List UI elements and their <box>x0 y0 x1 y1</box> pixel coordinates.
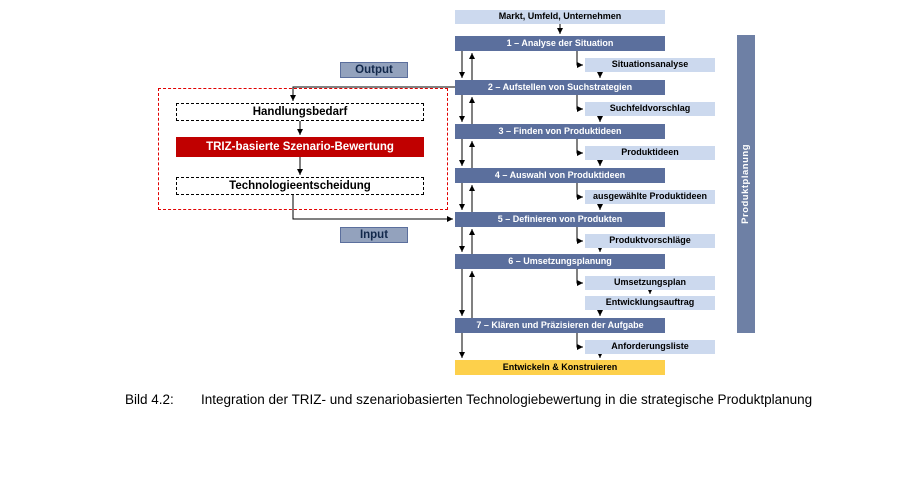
flow-top-markt-box: Markt, Umfeld, Unternehmen <box>455 10 665 24</box>
input-label-box: Input <box>340 227 408 243</box>
produktplanung-sidebar-label: Produktplanung <box>740 144 752 224</box>
figure-caption-text: Integration der TRIZ- und szenariobasier… <box>201 392 813 407</box>
handlungsbedarf-box: Handlungsbedarf <box>176 103 424 121</box>
flow-step-3: 3 – Finden von Produktideen <box>455 124 665 139</box>
flow-result-situationsanalyse: Situationsanalyse <box>585 58 715 72</box>
flow-result-anforderungsliste: Anforderungsliste <box>585 340 715 354</box>
flow-step-7: 7 – Klären und Präzisieren der Aufgabe <box>455 318 665 333</box>
produktplanung-sidebar: Produktplanung <box>737 35 755 333</box>
output-label-box: Output <box>340 62 408 78</box>
flow-step-5: 5 – Definieren von Produkten <box>455 212 665 227</box>
flow-result-entwicklungsauftrag: Entwicklungsauftrag <box>585 296 715 310</box>
triz-szenario-bewertung-box: TRIZ-basierte Szenario-Bewertung <box>176 137 424 157</box>
flow-step-2: 2 – Aufstellen von Suchstrategien <box>455 80 665 95</box>
flow-result-ausgewaehlte-produktideen: ausgewählte Produktideen <box>585 190 715 204</box>
flow-result-produktvorschlaege: Produktvorschläge <box>585 234 715 248</box>
figure-caption: Bild 4.2: Integration der TRIZ- und szen… <box>125 390 823 410</box>
flow-bottom-entwickeln-box: Entwickeln & Konstruieren <box>455 360 665 375</box>
flow-result-suchfeldvorschlag: Suchfeldvorschlag <box>585 102 715 116</box>
flow-result-umsetzungsplan: Umsetzungsplan <box>585 276 715 290</box>
figure-caption-number: Bild 4.2: <box>125 392 174 407</box>
flow-result-produktideen: Produktideen <box>585 146 715 160</box>
flow-step-4: 4 – Auswahl von Produktideen <box>455 168 665 183</box>
technologieentscheidung-box: Technologieentscheidung <box>176 177 424 195</box>
flow-step-6: 6 – Umsetzungsplanung <box>455 254 665 269</box>
triz-scenario-frame <box>158 88 448 210</box>
flow-step-1: 1 – Analyse der Situation <box>455 36 665 51</box>
